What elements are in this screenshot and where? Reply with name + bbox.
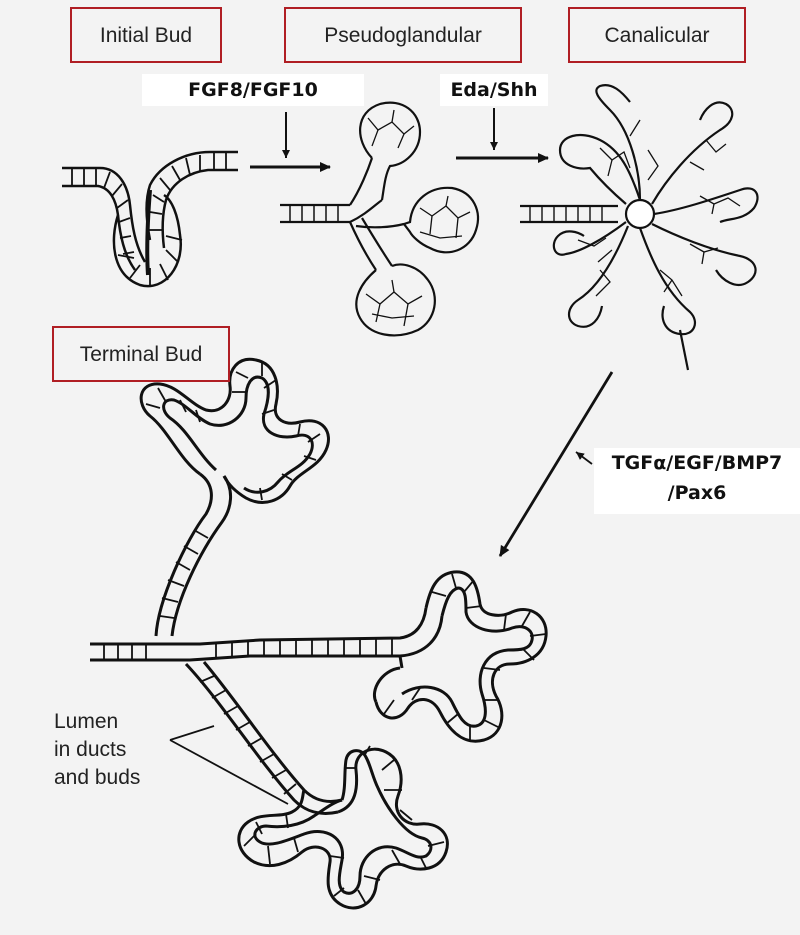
canalicular-drawing: [520, 85, 758, 370]
stage-label-pseudoglandular: Pseudoglandular: [284, 7, 522, 63]
stage-label-initial-bud: Initial Bud: [70, 7, 222, 63]
factor-label-eda-shh: Eda/Shh: [440, 74, 548, 106]
pseudoglandular-drawing: [280, 103, 478, 336]
lumen-annotation-line2: in ducts: [54, 736, 194, 764]
lumen-annotation-line3: and buds: [54, 764, 194, 792]
terminal-bud-drawing: [90, 359, 546, 908]
factor-label-tgf: TGFα/EGF/BMP7 /Pax6: [594, 448, 800, 514]
lumen-annotation: Lumen in ducts and buds: [54, 708, 194, 792]
stage-label-canalicular: Canalicular: [568, 7, 746, 63]
lumen-annotation-line1: Lumen: [54, 708, 194, 736]
stage-label-terminal-bud: Terminal Bud: [52, 326, 230, 382]
tgf-input-arrow: [576, 452, 592, 464]
initial-bud-drawing: [62, 152, 238, 286]
factor-label-tgf-line1: TGFα/EGF/BMP7: [594, 448, 800, 478]
factor-label-tgf-line2: /Pax6: [594, 478, 800, 508]
factor-label-fgf: FGF8/FGF10: [142, 74, 364, 106]
